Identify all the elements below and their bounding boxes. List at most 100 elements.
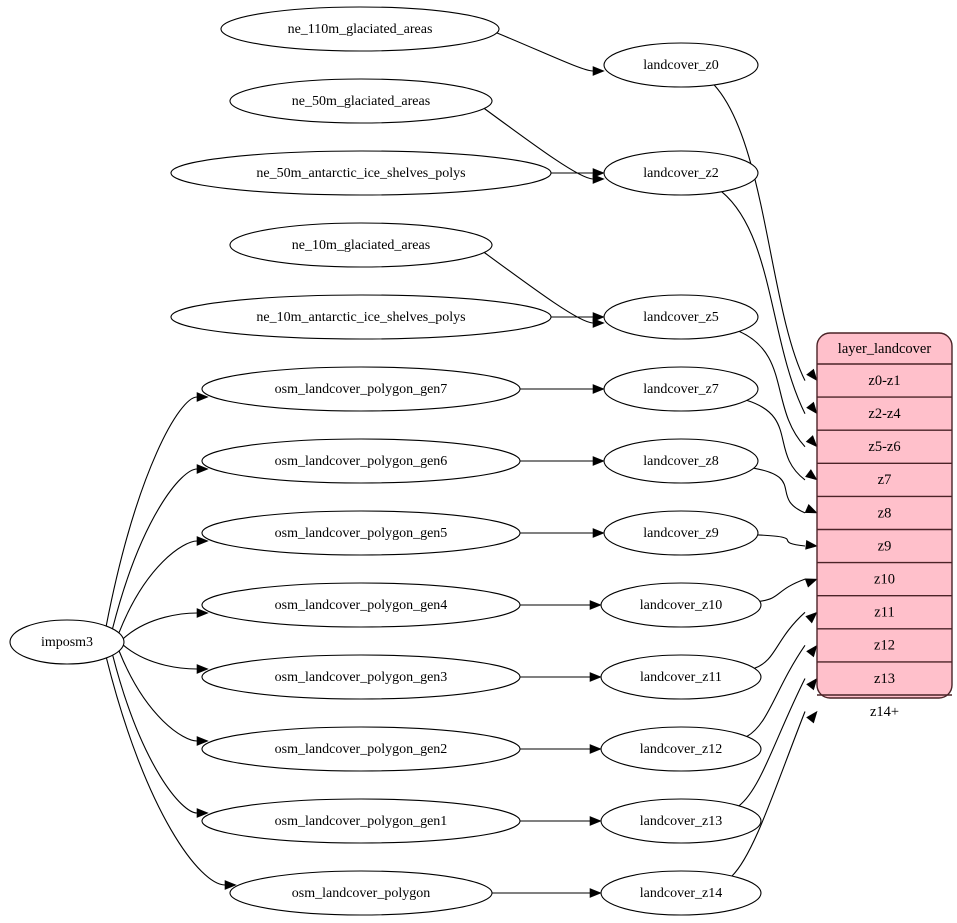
node-osm_landcover_polygon_gen5[interactable]: osm_landcover_polygon_gen5 xyxy=(201,510,521,556)
record-row-label: z11 xyxy=(874,605,894,621)
node-label: landcover_z14 xyxy=(640,886,722,901)
edge-arrowhead xyxy=(592,174,605,184)
table-node-shape xyxy=(201,726,521,772)
edge-imposm3-to-osm_landcover_polygon_gen2 xyxy=(118,650,198,742)
record-row-label: z5-z6 xyxy=(868,439,900,455)
view-node-shape xyxy=(603,42,759,88)
node-landcover_z12[interactable]: landcover_z12 xyxy=(600,726,762,772)
node-landcover_z9[interactable]: landcover_z9 xyxy=(603,510,759,556)
view-node-shape xyxy=(600,654,762,700)
edges-layer xyxy=(105,32,818,898)
record-row-z9[interactable]: z9 xyxy=(817,530,952,563)
node-osm_landcover_polygon_gen1[interactable]: osm_landcover_polygon_gen1 xyxy=(201,798,521,844)
record-row-z14+[interactable]: z14+ xyxy=(817,695,952,728)
node-osm_landcover_polygon_gen3[interactable]: osm_landcover_polygon_gen3 xyxy=(201,654,521,700)
edge-landcover_z14-to-record xyxy=(731,711,806,877)
node-landcover_z11[interactable]: landcover_z11 xyxy=(600,654,762,700)
node-osm_landcover_polygon_gen2[interactable]: osm_landcover_polygon_gen2 xyxy=(201,726,521,772)
record-row-label: z13 xyxy=(874,671,895,687)
node-label: landcover_z12 xyxy=(640,742,722,757)
record-row-z7[interactable]: z7 xyxy=(817,463,952,496)
node-osm_landcover_polygon_gen7[interactable]: osm_landcover_polygon_gen7 xyxy=(201,366,521,412)
record-node-layer-landcover[interactable]: layer_landcoverz0-z1z2-z4z5-z6z7z8z9z10z… xyxy=(816,332,953,728)
table-node-shape xyxy=(201,510,521,556)
node-label: landcover_z13 xyxy=(640,814,722,829)
edge-arrowhead xyxy=(592,312,605,322)
view-node-shape xyxy=(600,870,762,916)
node-landcover_z10[interactable]: landcover_z10 xyxy=(600,582,762,628)
edge-landcover_z9-to-record xyxy=(757,534,806,547)
edge-arrowhead xyxy=(805,611,818,624)
node-landcover_z2[interactable]: landcover_z2 xyxy=(603,150,759,196)
view-node-shape xyxy=(600,582,762,628)
edge-ne_110m_glaciated_areas-to-landcover_z0 xyxy=(496,32,594,72)
node-landcover_z0[interactable]: landcover_z0 xyxy=(603,42,759,88)
edge-arrowhead xyxy=(589,888,602,898)
edge-landcover_z10-to-record xyxy=(759,578,806,602)
record-row-z5-z6[interactable]: z5-z6 xyxy=(817,430,952,463)
view-node-shape xyxy=(603,366,759,412)
node-ne_10m_glaciated_areas[interactable]: ne_10m_glaciated_areas xyxy=(229,222,493,268)
nodes-layer: imposm3 ne_110m_glaciated_areas ne_50m_gla… xyxy=(9,6,762,916)
node-osm_landcover_polygon_gen4[interactable]: osm_landcover_polygon_gen4 xyxy=(201,582,521,628)
node-ne_10m_antarctic_ice_shelves_polys[interactable]: ne_10m_antarctic_ice_shelves_polys xyxy=(170,294,552,340)
edge-arrowhead xyxy=(592,528,605,538)
record-row-z0-z1[interactable]: z0-z1 xyxy=(817,364,952,397)
node-osm_landcover_polygon[interactable]: osm_landcover_polygon xyxy=(229,870,493,916)
node-imposm3[interactable]: imposm3 xyxy=(9,619,125,665)
table-node-shape xyxy=(201,654,521,700)
edge-arrowhead xyxy=(589,672,602,682)
node-landcover_z8[interactable]: landcover_z8 xyxy=(603,438,759,484)
table-node-shape xyxy=(229,222,493,268)
edge-landcover_z12-to-record xyxy=(746,644,806,737)
record-row-z12[interactable]: z12 xyxy=(817,629,952,662)
edge-arrowhead xyxy=(589,600,602,610)
edge-landcover_z0-to-record xyxy=(713,84,806,381)
node-landcover_z14[interactable]: landcover_z14 xyxy=(600,870,762,916)
record-row-z10[interactable]: z10 xyxy=(817,563,952,596)
edge-arrowhead xyxy=(196,392,209,402)
record-row-label: z2-z4 xyxy=(868,406,901,422)
edge-arrowhead xyxy=(589,816,602,826)
record-row-z13[interactable]: z13 xyxy=(817,662,952,695)
record-row-label: z9 xyxy=(878,538,892,554)
node-label: osm_landcover_polygon_gen6 xyxy=(275,454,448,469)
edge-arrowhead xyxy=(805,435,818,448)
node-landcover_z7[interactable]: landcover_z7 xyxy=(603,366,759,412)
record-row-z2-z4[interactable]: z2-z4 xyxy=(817,397,952,430)
node-label: landcover_z10 xyxy=(640,598,722,613)
edge-imposm3-to-osm_landcover_polygon_gen4 xyxy=(122,612,198,640)
edge-landcover_z11-to-record xyxy=(754,611,806,669)
node-label: landcover_z5 xyxy=(643,310,718,325)
view-node-shape xyxy=(600,798,762,844)
node-landcover_z13[interactable]: landcover_z13 xyxy=(600,798,762,844)
record-row-z8[interactable]: z8 xyxy=(817,496,952,529)
edge-arrowhead xyxy=(804,504,818,514)
node-ne_50m_antarctic_ice_shelves_polys[interactable]: ne_50m_antarctic_ice_shelves_polys xyxy=(170,150,552,196)
node-label: landcover_z9 xyxy=(643,526,718,541)
edge-arrowhead xyxy=(805,540,818,550)
node-osm_landcover_polygon_gen6[interactable]: osm_landcover_polygon_gen6 xyxy=(201,438,521,484)
edge-arrowhead xyxy=(806,710,818,724)
node-label: osm_landcover_polygon_gen5 xyxy=(275,526,448,541)
edge-imposm3-to-osm_landcover_polygon_gen3 xyxy=(123,644,198,670)
node-ne_50m_glaciated_areas[interactable]: ne_50m_glaciated_areas xyxy=(229,78,493,124)
edge-arrowhead xyxy=(592,318,605,328)
record-row-z11[interactable]: z11 xyxy=(817,596,952,629)
node-ne_110m_glaciated_areas[interactable]: ne_110m_glaciated_areas xyxy=(220,6,500,52)
node-label: ne_110m_glaciated_areas xyxy=(288,22,433,37)
edge-arrowhead xyxy=(592,456,605,466)
edge-arrowhead xyxy=(196,664,209,674)
node-label: osm_landcover_polygon xyxy=(292,886,430,901)
node-landcover_z5[interactable]: landcover_z5 xyxy=(603,294,759,340)
edge-landcover_z13-to-record xyxy=(738,678,806,807)
edge-arrowhead xyxy=(196,736,209,746)
record-row-label: z8 xyxy=(878,505,892,521)
record-row-label: z0-z1 xyxy=(868,373,900,389)
view-node-shape xyxy=(603,510,759,556)
node-label: osm_landcover_polygon_gen4 xyxy=(275,598,448,613)
node-label: osm_landcover_polygon_gen2 xyxy=(275,742,448,757)
table-node-shape xyxy=(170,294,552,340)
node-label: landcover_z0 xyxy=(643,58,718,73)
